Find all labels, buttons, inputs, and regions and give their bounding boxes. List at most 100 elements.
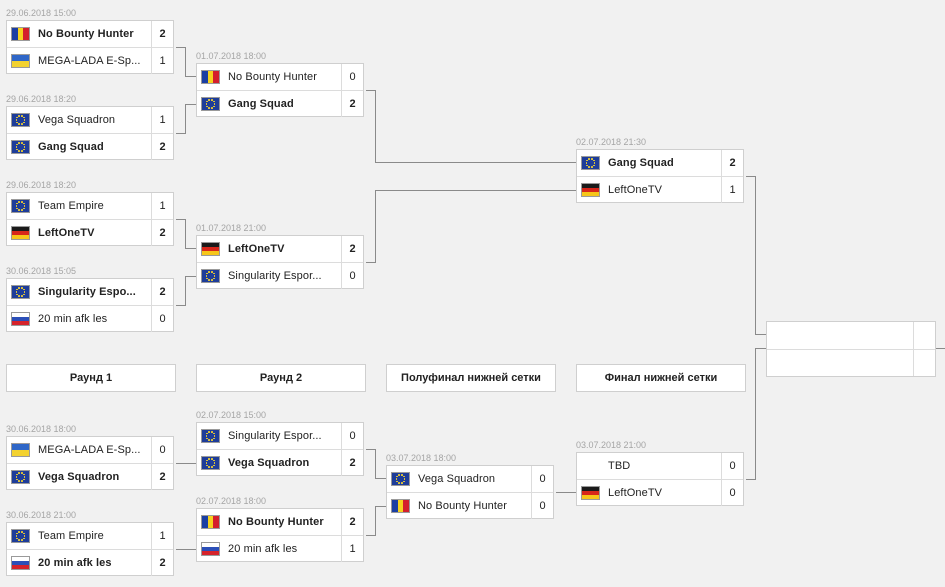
grand-final-slot[interactable] xyxy=(767,322,935,350)
team-row[interactable]: Singularity Espor...0 xyxy=(197,423,363,450)
team-name: TBD xyxy=(608,460,631,472)
connector-line xyxy=(746,176,766,335)
team-row[interactable]: MEGA-LADA E-Sp... 1 xyxy=(7,48,173,74)
team-name: LeftOneTV xyxy=(608,487,663,499)
flag-eu-icon xyxy=(201,269,220,283)
round-header-round2: Раунд 2 xyxy=(196,364,366,392)
team-score: 1 xyxy=(151,107,173,133)
team-row[interactable]: LeftOneTV 1 xyxy=(577,177,743,203)
flag-ro-icon xyxy=(201,515,220,529)
connector-line xyxy=(176,104,196,134)
grand-final-match[interactable] xyxy=(766,321,936,377)
flag-eu-icon xyxy=(581,156,600,170)
match-date: 29.06.2018 18:20 xyxy=(6,180,77,190)
flag-ro-icon xyxy=(391,499,410,513)
team-score: 2 xyxy=(721,150,743,176)
team-name: Gang Squad xyxy=(608,157,674,169)
connector-line xyxy=(176,276,196,306)
team-score: 1 xyxy=(151,193,173,219)
flag-eu-icon xyxy=(201,456,220,470)
match-date: 01.07.2018 21:00 xyxy=(196,223,267,233)
team-score: 0 xyxy=(341,263,363,289)
match-date: 02.07.2018 15:00 xyxy=(196,410,267,420)
team-score: 2 xyxy=(341,509,363,535)
match-date: 01.07.2018 18:00 xyxy=(196,51,267,61)
team-score: 2 xyxy=(341,91,363,117)
team-row[interactable]: Singularity Espor... 0 xyxy=(197,263,363,289)
team-name: MEGA-LADA E-Sp... xyxy=(38,55,141,67)
team-score: 1 xyxy=(151,48,173,74)
team-name: Vega Squadron xyxy=(38,114,116,126)
flag-eu-icon xyxy=(11,199,30,213)
match-date: 30.06.2018 15:05 xyxy=(6,266,77,276)
match-date: 03.07.2018 18:00 xyxy=(386,453,457,463)
flag-eu-icon xyxy=(201,429,220,443)
connector-line xyxy=(366,506,386,536)
team-name: Team Empire xyxy=(38,530,104,542)
team-score: 1 xyxy=(721,177,743,203)
team-row[interactable]: Vega Squadron 0 xyxy=(387,466,553,493)
team-name: LeftOneTV xyxy=(608,184,663,196)
flag-eu-icon xyxy=(11,529,30,543)
team-score: 0 xyxy=(151,306,173,332)
team-score: 0 xyxy=(721,453,743,479)
team-row[interactable]: Singularity Espo...2 xyxy=(7,279,173,306)
flag-eu-icon xyxy=(11,140,30,154)
flag-ro-icon xyxy=(11,27,30,41)
match-date: 03.07.2018 21:00 xyxy=(576,440,647,450)
team-score: 2 xyxy=(151,220,173,246)
team-row[interactable]: No Bounty Hunter 0 xyxy=(387,493,553,519)
team-name: LeftOneTV xyxy=(228,243,285,255)
team-name: No Bounty Hunter xyxy=(228,71,318,83)
team-name: Singularity Espor... xyxy=(228,270,322,282)
team-score: 0 xyxy=(531,466,553,492)
team-score: 2 xyxy=(151,21,173,47)
flag-de-icon xyxy=(201,242,220,256)
team-score: 1 xyxy=(341,536,363,562)
team-row[interactable]: TBD 0 xyxy=(577,453,743,480)
team-row[interactable]: MEGA-LADA E-Sp...0 xyxy=(7,437,173,464)
flag-eu-icon xyxy=(11,113,30,127)
team-row[interactable]: Gang Squad 2 xyxy=(577,150,743,177)
flag-ua-icon xyxy=(11,443,30,457)
match-card[interactable]: Vega Squadron 0 No Bounty Hunter 0 xyxy=(386,465,554,519)
team-name: Vega Squadron xyxy=(228,457,310,469)
match-date: 29.06.2018 15:00 xyxy=(6,8,77,18)
flag-de-icon xyxy=(581,183,600,197)
connector-line xyxy=(176,47,196,77)
flag-ua-icon xyxy=(11,54,30,68)
team-score: 0 xyxy=(531,493,553,519)
team-name: Gang Squad xyxy=(38,141,104,153)
team-name: Vega Squadron xyxy=(418,473,496,485)
team-name: No Bounty Hunter xyxy=(418,500,508,512)
grand-final-slot[interactable] xyxy=(767,349,935,376)
team-row[interactable]: Vega Squadron 1 xyxy=(7,107,173,134)
